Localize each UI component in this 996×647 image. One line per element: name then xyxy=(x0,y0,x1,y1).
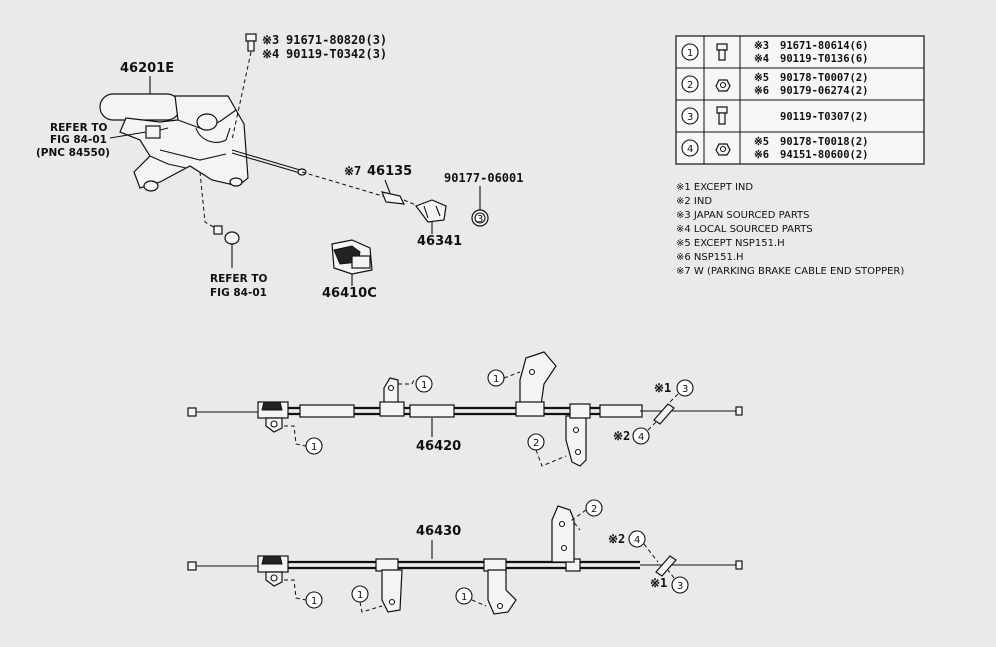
note-6: ※6 NSP151.H xyxy=(676,252,744,263)
rear-callout-2-number: 1 xyxy=(357,590,363,601)
refer-left-line2[interactable]: FIG 84-01 xyxy=(50,134,107,146)
cable-front-part-number[interactable]: 46420 xyxy=(416,439,461,454)
table-row4-circle xyxy=(681,139,699,157)
nut-icon xyxy=(715,143,731,156)
fastener-table xyxy=(675,35,925,165)
table-row4-pn1[interactable]: 90178-T0018(2) xyxy=(780,136,869,148)
rear-callout-6-number: 3 xyxy=(677,581,683,592)
note-4: ※4 LOCAL SOURCED PARTS xyxy=(676,224,813,235)
cable-46430[interactable] xyxy=(187,505,743,615)
note-3: ※3 JAPAN SOURCED PARTS xyxy=(676,210,810,221)
refer-bottom-line2[interactable]: FIG 84-01 xyxy=(210,287,267,299)
table-row3-number: 3 xyxy=(687,112,693,123)
note-2: ※2 IND xyxy=(676,196,712,207)
table-row1-mark2: ※4 xyxy=(754,53,769,65)
table-row2-mark1: ※5 xyxy=(754,72,769,84)
rear-callout-4-number: 2 xyxy=(591,504,597,515)
note-7: ※7 W (PARKING BRAKE CABLE END STOPPER) xyxy=(676,266,904,277)
table-row1-pn1[interactable]: 91671-80614(6) xyxy=(780,40,869,52)
table-row4-pn2[interactable]: 94151-80600(2) xyxy=(780,149,869,161)
lever-bolt-mark-1: ※3 xyxy=(262,33,279,47)
bolt-icon xyxy=(716,106,728,125)
lever-bolt-mark-2: ※4 xyxy=(262,47,279,61)
table-row2-pn1[interactable]: 90178-T0007(2) xyxy=(780,72,869,84)
stopper-part-number[interactable]: 46135 xyxy=(367,164,412,179)
table-row3-circle xyxy=(681,107,699,125)
nut-callout-number: 3 xyxy=(477,214,483,225)
nut-part-number[interactable]: 90177-06001 xyxy=(444,171,523,185)
table-row4-number: 4 xyxy=(687,144,693,155)
rear-callout-5-number: 4 xyxy=(634,535,640,546)
front-callout-3 xyxy=(487,369,505,387)
lever-handle-grip xyxy=(99,93,181,121)
table-row1-pn2[interactable]: 90119-T0136(6) xyxy=(780,53,869,65)
lower-bolt[interactable] xyxy=(199,171,240,268)
stopper-mark: ※7 xyxy=(344,164,361,178)
table-row4-mark2: ※6 xyxy=(754,149,769,161)
front-mark-2: ※2 xyxy=(613,429,630,443)
nut-icon xyxy=(715,79,731,92)
rear-mark-1: ※1 xyxy=(650,576,667,590)
cable-clip[interactable] xyxy=(415,199,447,223)
table-row4-mark1: ※5 xyxy=(754,136,769,148)
bolt-icon xyxy=(716,43,728,61)
front-callout-3-number: 1 xyxy=(493,374,499,385)
rear-callout-6 xyxy=(671,576,689,594)
front-callout-1-number: 1 xyxy=(311,442,317,453)
bracket-46410c[interactable] xyxy=(331,239,373,275)
nut-icon xyxy=(471,209,489,227)
rear-mark-2: ※2 xyxy=(608,532,625,546)
front-callout-4 xyxy=(527,433,545,451)
lever-bolt-pn-1[interactable]: 91671-80820(3) xyxy=(286,33,387,47)
note-1: ※1 EXCEPT IND xyxy=(676,182,753,193)
lever-bolt[interactable] xyxy=(231,33,257,141)
lever-assembly[interactable]: 46201E xyxy=(99,61,307,192)
table-row3-pn1[interactable]: 90119-T0307(2) xyxy=(780,111,869,123)
front-mark-1: ※1 xyxy=(654,381,671,395)
front-callout-2 xyxy=(415,375,433,393)
rear-callout-2 xyxy=(351,585,369,603)
bracket-part-number[interactable]: 46410C xyxy=(322,286,377,301)
table-row2-circle xyxy=(681,75,699,93)
rear-callout-1-number: 1 xyxy=(311,596,317,607)
front-callout-2-number: 1 xyxy=(421,380,427,391)
front-callout-5-number: 3 xyxy=(682,384,688,395)
table-row2-number: 2 xyxy=(687,80,693,91)
rear-callout-3 xyxy=(455,587,473,605)
table-row2-mark2: ※6 xyxy=(754,85,769,97)
rear-callout-4 xyxy=(585,499,603,517)
front-callout-6 xyxy=(632,427,650,445)
front-callout-4-number: 2 xyxy=(533,438,539,449)
cable-rear-part-number[interactable]: 46430 xyxy=(416,524,461,539)
table-row1-mark1: ※3 xyxy=(754,40,769,52)
table-row1-number: 1 xyxy=(687,48,693,59)
cable-end-stopper[interactable] xyxy=(381,191,406,205)
front-callout-6-number: 4 xyxy=(638,432,644,443)
lever-part-number[interactable]: 46201E xyxy=(120,61,174,76)
clip-part-number[interactable]: 46341 xyxy=(417,234,462,249)
rear-callout-3-number: 1 xyxy=(461,592,467,603)
table-row2-pn2[interactable]: 90179-06274(2) xyxy=(780,85,869,97)
rear-callout-5 xyxy=(628,530,646,548)
lever-switch xyxy=(145,125,161,139)
front-callout-1 xyxy=(305,437,323,455)
rear-callout-1 xyxy=(305,591,323,609)
table-row1-circle xyxy=(681,43,699,61)
refer-bottom-line1: REFER TO xyxy=(210,273,268,285)
refer-left-line3: (PNC 84550) xyxy=(36,147,110,159)
note-5: ※5 EXCEPT NSP151.H xyxy=(676,238,785,249)
front-callout-5 xyxy=(676,379,694,397)
lever-bolt-pn-2[interactable]: 90119-T0342(3) xyxy=(286,47,387,61)
cable-46420[interactable] xyxy=(187,351,743,467)
refer-left-line1: REFER TO xyxy=(50,122,108,134)
